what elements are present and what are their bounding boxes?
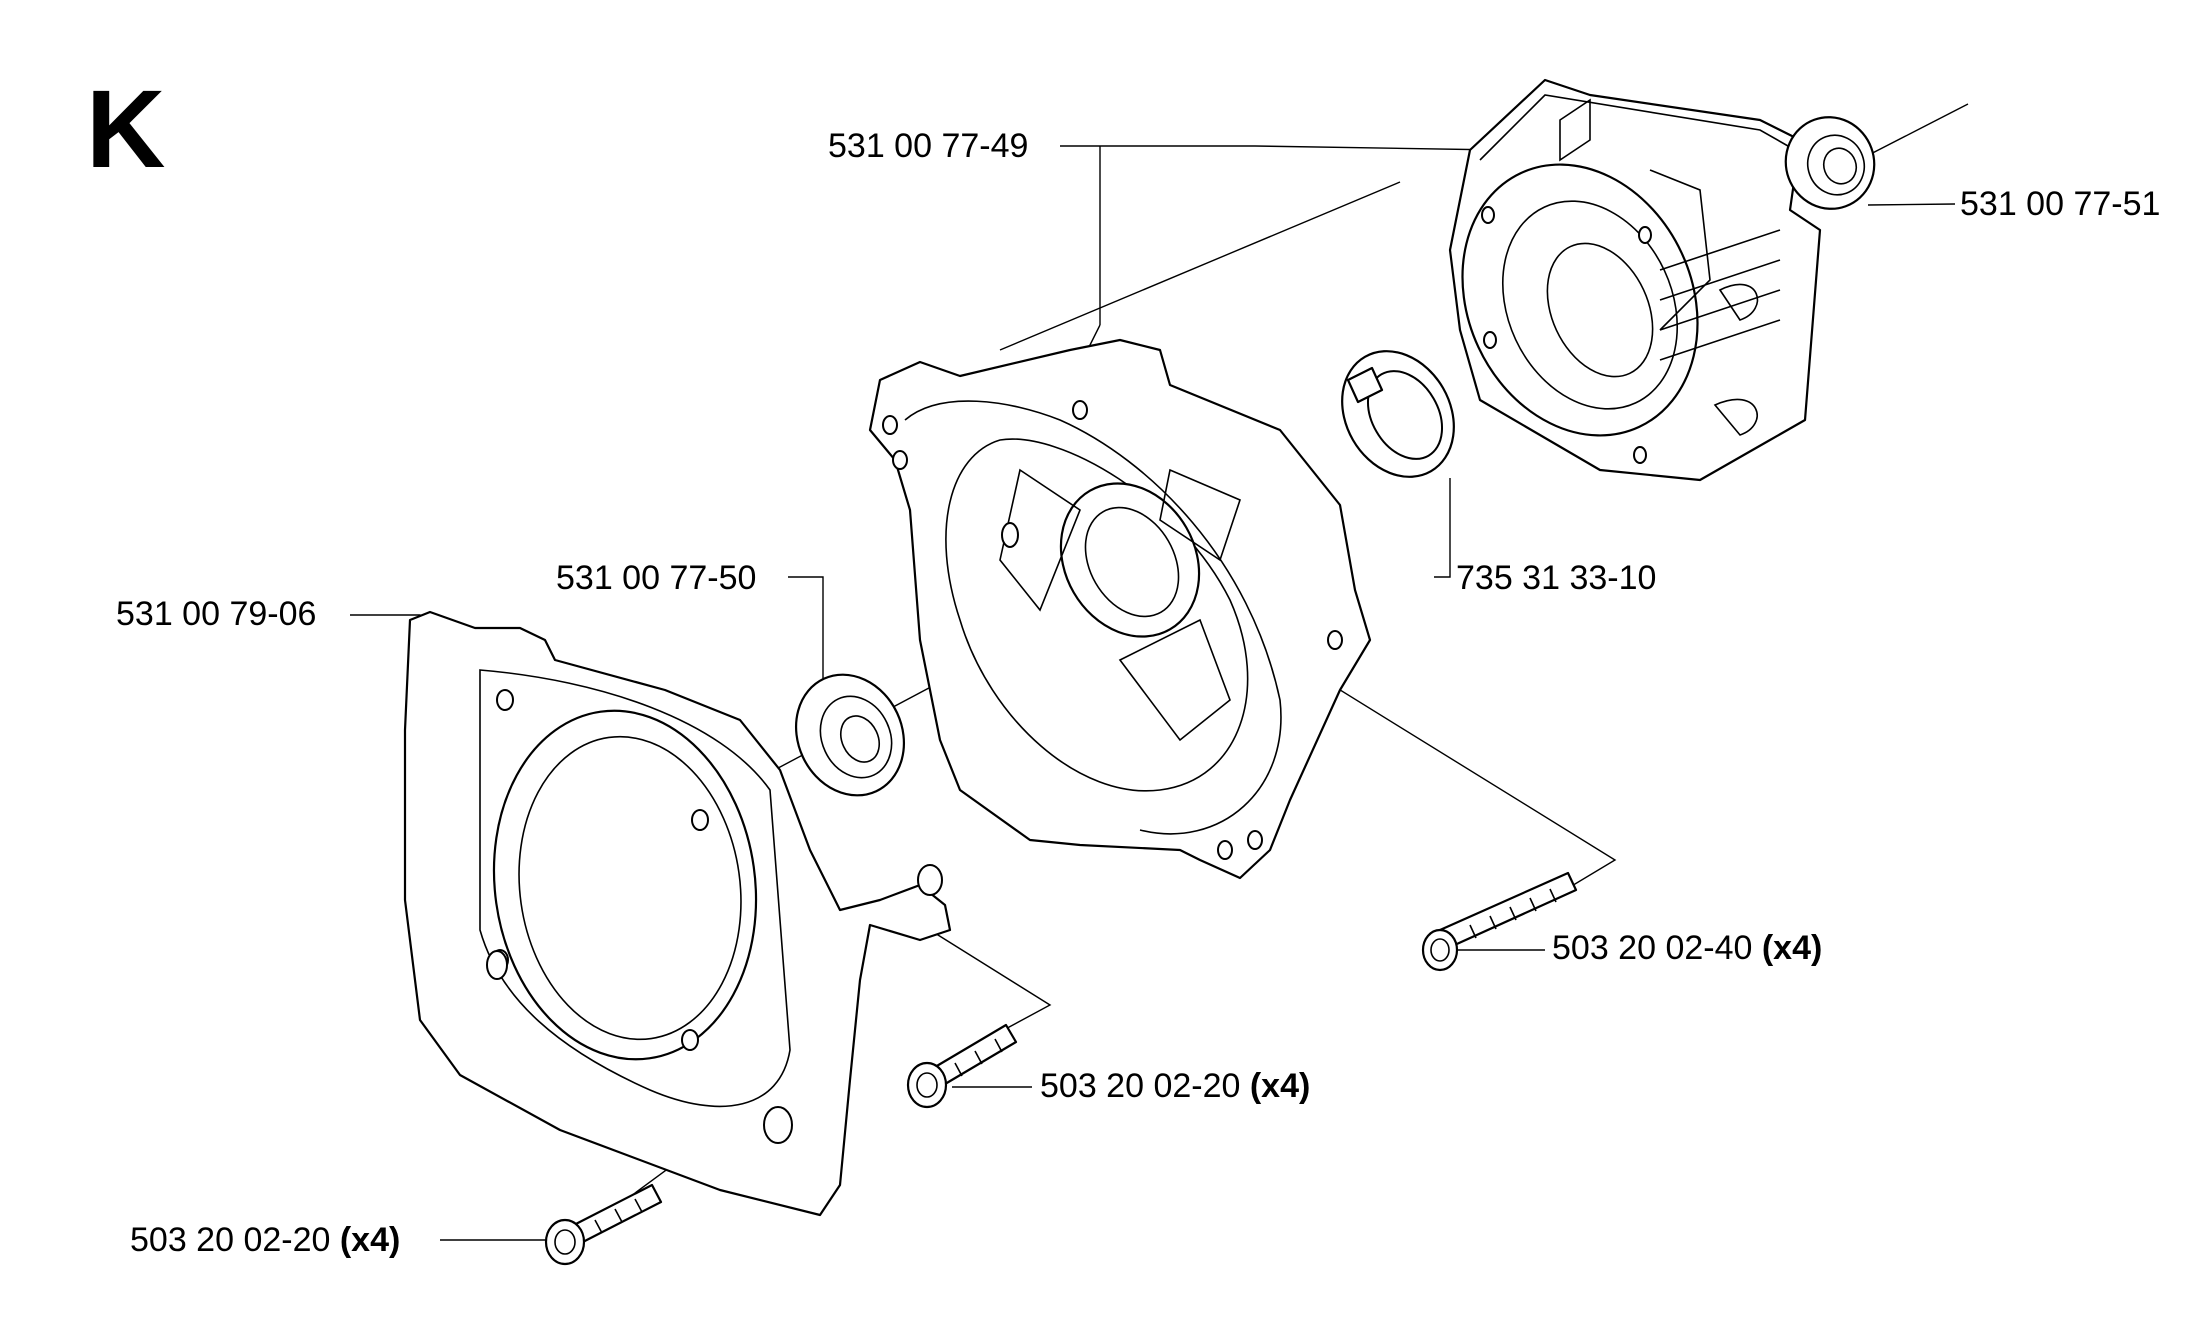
outer-bearing <box>1784 116 1876 210</box>
part-number: 503 20 02-20 <box>130 1221 331 1259</box>
part-number: 531 00 77-51 <box>1960 185 2161 223</box>
callout-inner-bearing: 531 00 77-50 <box>556 558 756 598</box>
callout-cover: 531 00 79-06 <box>116 594 316 634</box>
part-number: 503 20 02-20 <box>1040 1067 1241 1105</box>
section-letter: K <box>86 68 166 191</box>
part-number: 531 00 77-49 <box>828 127 1029 165</box>
callout-screw-long: 503 20 02-40 (x4) <box>1552 928 1822 968</box>
cover <box>403 610 952 1217</box>
inner-bearing <box>794 673 906 797</box>
retaining-ring <box>1341 350 1455 478</box>
inner-crankcase-half <box>868 338 1372 880</box>
part-number: 503 20 02-40 <box>1552 929 1753 967</box>
callout-crankcase-half: 531 00 77-49 <box>828 126 1028 166</box>
callout-outer-bearing: 531 00 77-51 <box>1960 184 2160 224</box>
part-number: 531 00 79-06 <box>116 595 317 633</box>
screw-long <box>1421 871 1578 972</box>
part-number: 735 31 33-10 <box>1456 559 1657 597</box>
screw-mid <box>906 1023 1018 1109</box>
screw-bottom <box>544 1183 663 1266</box>
callout-screw-mid: 503 20 02-20 (x4) <box>1040 1066 1310 1106</box>
outer-crankcase-half <box>1448 78 1822 482</box>
part-number: 531 00 77-50 <box>556 559 757 597</box>
quantity: (x4) <box>1761 929 1823 967</box>
quantity: (x4) <box>1249 1067 1311 1105</box>
callout-retaining-ring: 735 31 33-10 <box>1456 558 1656 598</box>
callout-screw-bottom: 503 20 02-20 (x4) <box>130 1220 400 1260</box>
quantity: (x4) <box>339 1221 401 1259</box>
